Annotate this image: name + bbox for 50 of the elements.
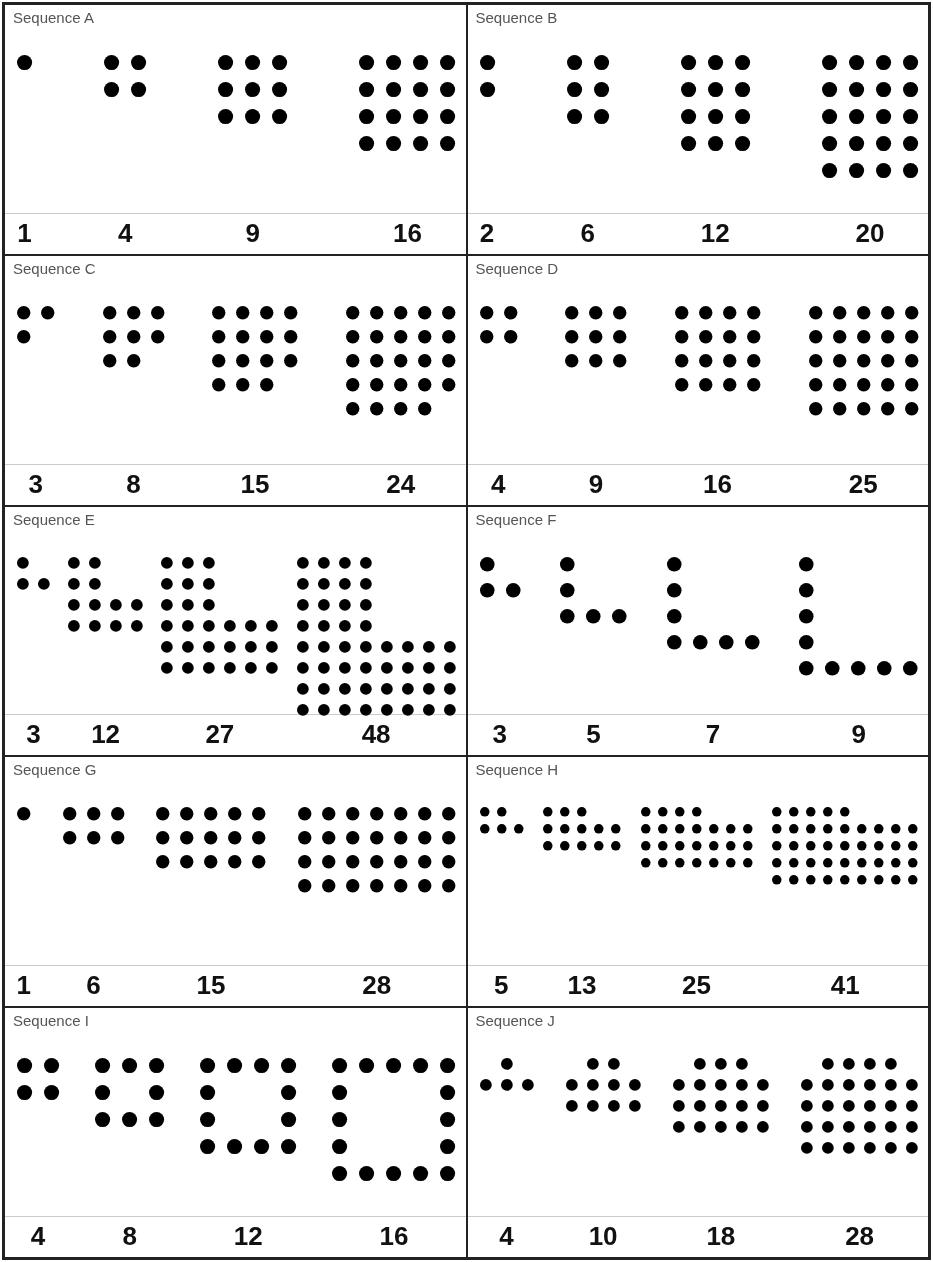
- sequence-title: Sequence A: [13, 9, 94, 26]
- term-number: 7: [705, 719, 721, 751]
- term-number: 1: [16, 970, 31, 1002]
- term-number: 9: [588, 468, 604, 500]
- term-number: 3: [492, 719, 507, 751]
- term-number: 4: [491, 468, 506, 500]
- term-number: 15: [196, 970, 226, 1002]
- term-number: 16: [393, 217, 422, 249]
- term-number: 4: [117, 217, 133, 249]
- term-number: 8: [122, 1221, 137, 1252]
- sequence-title: Sequence C: [13, 259, 96, 277]
- term-number: 10: [588, 1221, 618, 1252]
- term-number: 2: [479, 217, 495, 249]
- term-number: 41: [830, 970, 860, 1002]
- term-number: 16: [703, 468, 733, 500]
- term-number: 27: [205, 719, 235, 751]
- term-number: 12: [233, 1221, 263, 1252]
- term-number: 28: [362, 970, 392, 1002]
- sequence-title: Sequence H: [475, 761, 559, 779]
- term-number: 6: [86, 970, 101, 1002]
- term-number: 3: [26, 719, 41, 751]
- term-number: 20: [855, 217, 885, 249]
- term-number: 48: [361, 719, 391, 751]
- term-number: 1: [17, 217, 32, 249]
- term-number: 9: [851, 719, 866, 751]
- term-number: 4: [30, 1221, 46, 1252]
- sequence-title: Sequence I: [13, 1012, 89, 1030]
- term-number: 24: [386, 468, 416, 500]
- term-number: 15: [240, 468, 270, 500]
- sequence-title: Sequence G: [13, 761, 97, 779]
- term-number: 12: [700, 217, 730, 249]
- sequence-title: Sequence F: [475, 510, 557, 528]
- term-number: 3: [28, 468, 43, 500]
- term-number: 8: [126, 468, 141, 500]
- term-number: 4: [499, 1221, 514, 1252]
- sequence-title: Sequence B: [475, 9, 558, 26]
- sequence-title: Sequence D: [475, 259, 559, 277]
- term-number: 5: [494, 970, 509, 1002]
- term-number: 9: [245, 217, 261, 249]
- sequence-title: Sequence J: [475, 1012, 555, 1030]
- term-number: 28: [845, 1221, 875, 1252]
- term-number: 5: [586, 719, 601, 751]
- term-number: 18: [706, 1221, 736, 1252]
- term-number: 13: [567, 970, 597, 1002]
- term-number: 25: [848, 468, 878, 500]
- sequence-title: Sequence E: [13, 510, 95, 528]
- term-number: 16: [379, 1221, 409, 1252]
- term-number: 25: [682, 970, 712, 1002]
- term-number: 6: [580, 217, 595, 249]
- term-number: 12: [91, 719, 121, 751]
